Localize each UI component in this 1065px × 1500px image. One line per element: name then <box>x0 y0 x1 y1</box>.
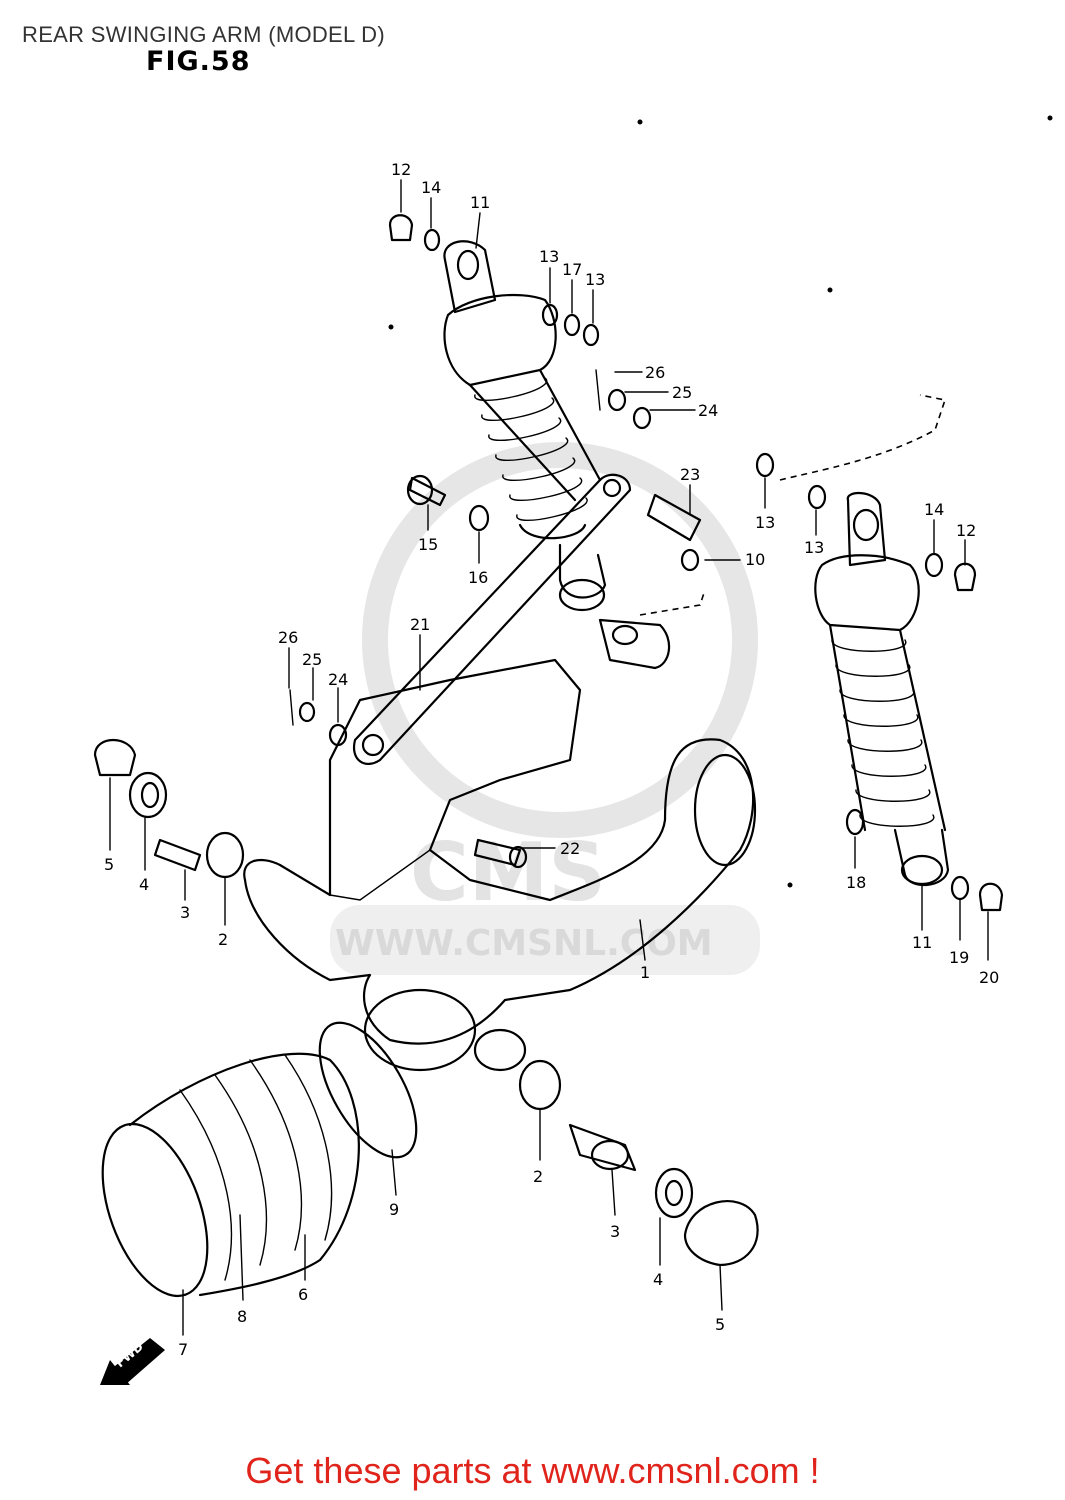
callout-17: 17 <box>562 260 582 279</box>
callout-numbers: 12 14 11 13 17 13 26 25 24 23 13 13 10 1… <box>104 160 999 1359</box>
rubber-boot <box>101 1021 418 1298</box>
callout-13: 13 <box>585 270 605 289</box>
left-pivot-parts <box>93 739 245 879</box>
callout-22: 22 <box>560 839 580 858</box>
forward-direction-arrow: FWD <box>100 1338 165 1385</box>
exploded-parts-diagram: CMS WWW.CMSNL.COM <box>93 115 1053 1385</box>
callout-23: 23 <box>680 465 700 484</box>
callout-13: 13 <box>539 247 559 266</box>
callout-11: 11 <box>912 933 932 952</box>
small-hardware <box>289 214 1004 912</box>
callout-4: 4 <box>139 875 149 894</box>
callout-7: 7 <box>178 1340 188 1359</box>
callout-4: 4 <box>653 1270 663 1289</box>
leader-lines <box>109 179 989 1336</box>
callout-25: 25 <box>302 650 322 669</box>
bracket-and-bolts <box>406 474 702 869</box>
callout-14: 14 <box>421 178 441 197</box>
callout-18: 18 <box>846 873 866 892</box>
callout-3: 3 <box>610 1222 620 1241</box>
callout-6: 6 <box>298 1285 308 1304</box>
callout-2: 2 <box>218 930 228 949</box>
callout-1: 1 <box>640 963 650 982</box>
watermark-logo-text: CMS <box>410 826 606 919</box>
callout-13: 13 <box>755 513 775 532</box>
callout-26: 26 <box>278 628 298 647</box>
watermark-url-text: WWW.CMSNL.COM <box>335 923 713 964</box>
callout-11: 11 <box>470 193 490 212</box>
callout-9: 9 <box>389 1200 399 1219</box>
callout-19: 19 <box>949 948 969 967</box>
scan-specks <box>388 115 1053 888</box>
swinging-arm <box>243 658 757 1072</box>
callout-12: 12 <box>391 160 411 179</box>
callout-26: 26 <box>645 363 665 382</box>
callout-3: 3 <box>180 903 190 922</box>
callout-12: 12 <box>956 521 976 540</box>
callout-21: 21 <box>410 615 430 634</box>
callout-2: 2 <box>533 1167 543 1186</box>
callout-5: 5 <box>715 1315 725 1334</box>
right-pivot-parts <box>518 1059 759 1267</box>
shock-absorber-right <box>814 492 950 887</box>
callout-14: 14 <box>924 500 944 519</box>
torque-rod <box>352 473 632 765</box>
callout-16: 16 <box>468 568 488 587</box>
callout-24: 24 <box>328 670 348 689</box>
callout-20: 20 <box>979 968 999 987</box>
callout-15: 15 <box>418 535 438 554</box>
shock-absorber-left <box>443 240 607 612</box>
callout-13: 13 <box>804 538 824 557</box>
callout-25: 25 <box>672 383 692 402</box>
page-title: REAR SWINGING ARM (MODEL D) <box>22 22 385 47</box>
callout-10: 10 <box>745 550 765 569</box>
footer-promo-link[interactable]: Get these parts at www.cmsnl.com ! <box>245 1450 820 1491</box>
callout-8: 8 <box>237 1307 247 1326</box>
figure-number: FIG.58 <box>146 46 251 77</box>
callout-5: 5 <box>104 855 114 874</box>
callout-24: 24 <box>698 401 718 420</box>
watermark: CMS WWW.CMSNL.COM <box>330 442 760 975</box>
